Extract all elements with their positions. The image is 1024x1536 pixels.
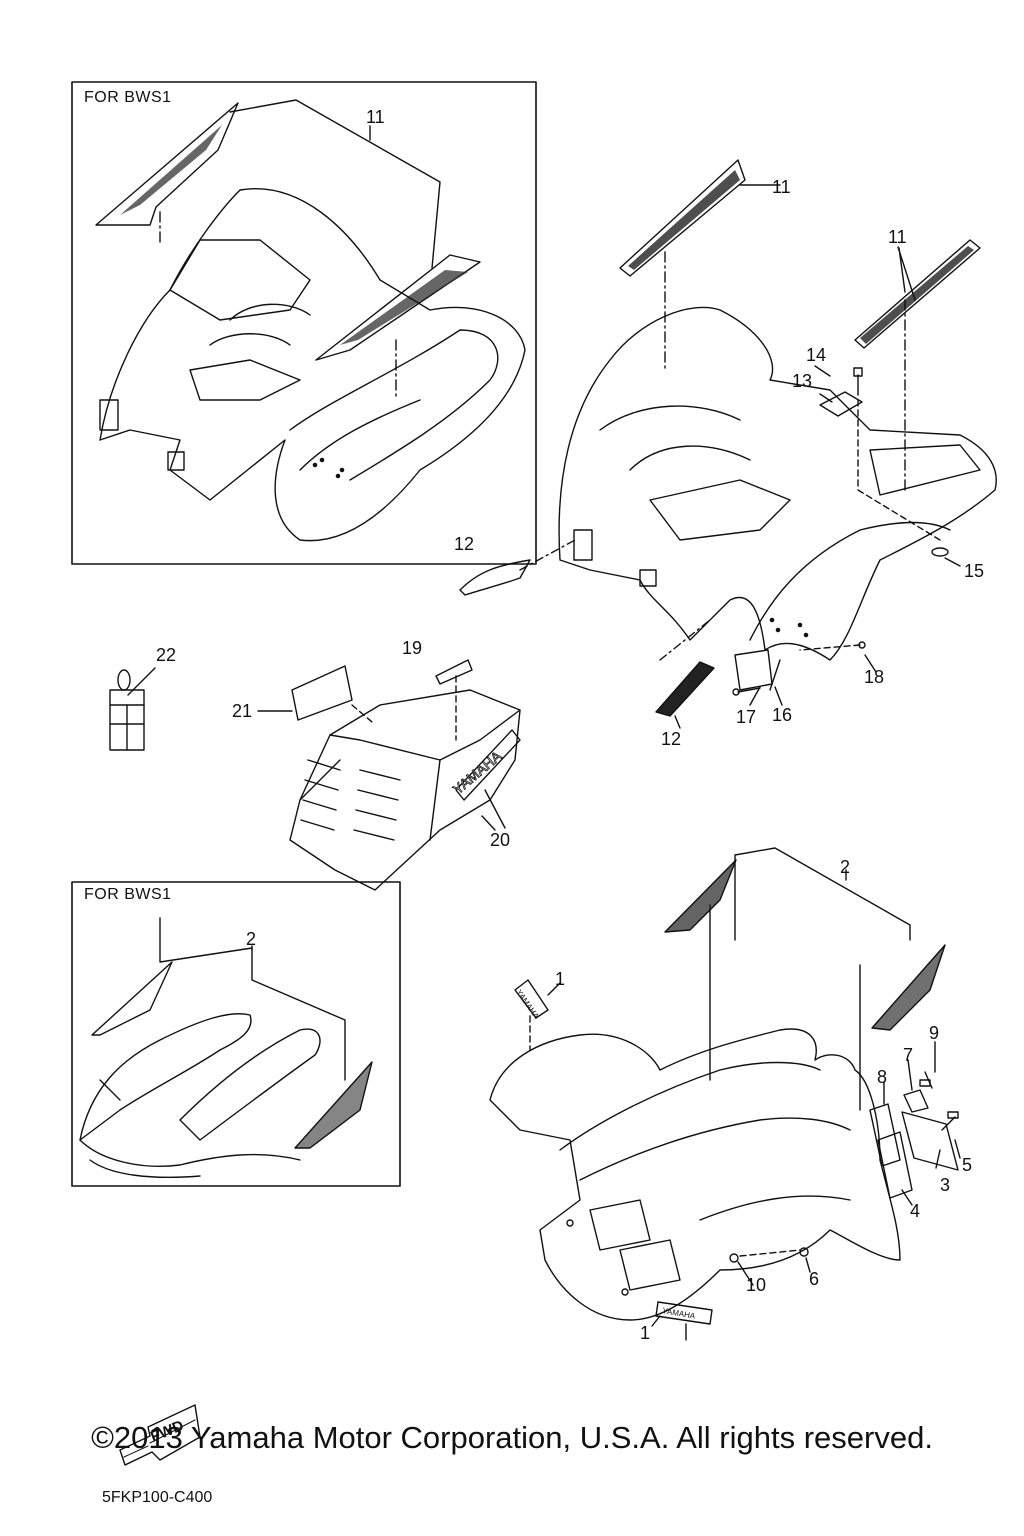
callout-3: 3 (940, 1175, 951, 1195)
callout-9: 9 (929, 1023, 940, 1043)
front-fender-drawing (489, 847, 959, 1341)
callout-leaders (251, 125, 961, 1327)
callout-12-lower: 12 (661, 729, 682, 749)
copyright-notice: ©2013 Yamaha Motor Corporation, U.S.A. A… (91, 1420, 933, 1455)
inset-box-rear-fender (71, 81, 537, 565)
callout-22: 22 (156, 645, 177, 665)
callout-14: 14 (806, 345, 827, 365)
callout-11-inset: 11 (366, 107, 385, 127)
callout-1-upper: 1 (555, 969, 566, 989)
callout-20: 20 (490, 830, 511, 850)
callout-16: 16 (772, 705, 793, 725)
callout-11-top: 11 (772, 177, 791, 197)
inset-label-top: FOR BWS1 (84, 89, 172, 106)
tag-drawing (109, 667, 156, 751)
callout-21: 21 (232, 701, 253, 721)
callout-2-inset: 2 (246, 929, 257, 949)
callout-10: 10 (746, 1275, 767, 1295)
callout-13: 13 (792, 371, 813, 391)
callout-1-lower: 1 (640, 1323, 651, 1343)
callout-19: 19 (402, 638, 423, 658)
inset-label-bottom: FOR BWS1 (84, 886, 172, 903)
forward-arrow-icon (119, 1404, 201, 1466)
callout-8: 8 (877, 1067, 888, 1087)
callout-6: 6 (809, 1269, 820, 1289)
callout-15: 15 (964, 561, 985, 581)
diagram-code: 5FKP100-C400 (102, 1489, 213, 1506)
callout-5: 5 (962, 1155, 973, 1175)
callout-12-upper: 12 (454, 534, 475, 554)
callout-11-right: 11 (888, 227, 907, 247)
yamaha-decal-lower: YAMAHA (662, 1306, 697, 1321)
callout-18: 18 (864, 667, 885, 687)
callout-17: 17 (736, 707, 757, 727)
callout-4: 4 (910, 1201, 921, 1221)
callout-7: 7 (903, 1045, 914, 1065)
front-fender-inset-drawing (79, 917, 373, 1178)
callout-2-right: 2 (840, 857, 851, 877)
rear-fender-drawing (459, 159, 997, 717)
rear-fender-inset-drawing (95, 99, 526, 542)
inset-box-front-fender (71, 881, 401, 1187)
front-guard-drawing (257, 659, 521, 891)
